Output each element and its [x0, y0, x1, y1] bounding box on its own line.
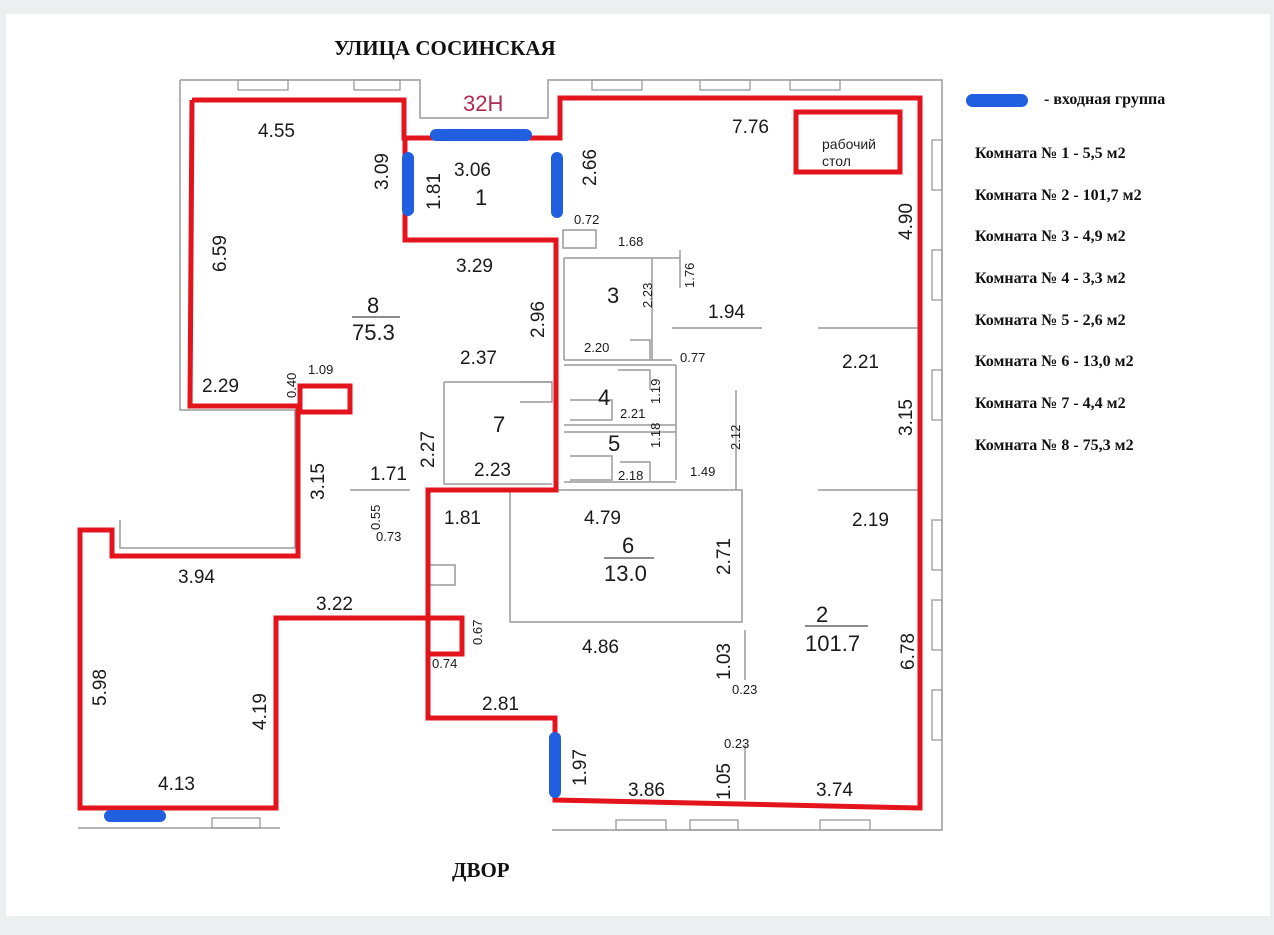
dimension-label: 0.23 [724, 736, 749, 751]
dimension-label: 4.13 [158, 774, 195, 795]
room-area-item: Комната № 6 - 13,0 м2 [975, 353, 1134, 371]
legend-entrance-text: - входная группа [1044, 91, 1166, 108]
dimension-label: 2.20 [584, 340, 609, 355]
street-name-top: УЛИЦА СОСИНСКАЯ [334, 36, 556, 60]
room-6-area: 13.0 [604, 561, 647, 586]
apartment-label: 32Н [463, 91, 503, 116]
dimension-label: 4.19 [250, 693, 271, 730]
room-8-number: 8 [367, 293, 379, 318]
dimension-label: 6.78 [898, 633, 919, 670]
dimension-label: 2.23 [640, 283, 655, 308]
dimension-label: 4.79 [584, 508, 621, 529]
dimension-label: 1.94 [708, 302, 745, 323]
dimension-label: 2.96 [528, 301, 549, 338]
entrance-swatch [966, 93, 1028, 107]
dimension-label: 2.21 [620, 406, 645, 421]
dimension-label: 5.98 [90, 669, 111, 706]
room-area-item: Комната № 8 - 75,3 м2 [975, 436, 1134, 454]
dimension-label: 1.18 [648, 423, 663, 448]
dimension-label: 3.74 [816, 780, 853, 801]
dimension-label: 4.55 [258, 121, 295, 142]
dimension-label: 0.55 [368, 505, 383, 530]
room-area-item: Комната № 2 - 101,7 м2 [975, 186, 1142, 204]
courtyard-label: ДВОР [452, 858, 510, 882]
dimension-label: 1.03 [714, 643, 735, 680]
dimension-label: 3.29 [456, 256, 493, 277]
dimension-label: 1.09 [308, 362, 333, 377]
dimension-label: 1.05 [714, 763, 735, 800]
dimension-label: 2.18 [618, 468, 643, 483]
dimension-label: 2.23 [474, 460, 511, 481]
dimension-label: 2.19 [852, 510, 889, 531]
dimension-label: 1.76 [682, 263, 697, 288]
legend-entrance: - входная группа [966, 91, 1165, 109]
room-2-area: 101.7 [805, 631, 860, 656]
windows [211, 79, 943, 831]
room-6-number: 6 [622, 533, 634, 558]
dimension-label: 0.72 [574, 212, 599, 227]
room-area-item: Комната № 7 - 4,4 м2 [975, 395, 1126, 413]
dimension-label: 0.74 [432, 656, 457, 671]
dimension-label: 1.49 [690, 464, 715, 479]
dimension-label: 0.77 [680, 350, 705, 365]
dimension-label: 2.29 [202, 376, 239, 397]
dimension-label: 3.09 [372, 153, 393, 190]
dimension-label: 0.67 [470, 620, 485, 645]
room-area-list: Комната № 1 - 5,5 м2 Комната № 2 - 101,7… [975, 144, 1142, 478]
room-area-item: Комната № 1 - 5,5 м2 [975, 145, 1126, 162]
desk-label: рабочий стол [822, 136, 876, 170]
dimension-label: 2.12 [728, 425, 743, 450]
room-2-number: 2 [816, 602, 828, 627]
room-5-number: 5 [608, 431, 620, 456]
dimension-label: 6.59 [210, 235, 231, 272]
dimension-label: 3.15 [308, 463, 329, 500]
dimension-label: 7.76 [732, 117, 769, 138]
dimension-label: 0.40 [284, 373, 299, 398]
dimension-label: 4.90 [896, 203, 917, 240]
dimension-label: 1.81 [444, 508, 481, 529]
dimension-label: 0.73 [376, 529, 401, 544]
desk-label-line: рабочий [822, 136, 877, 152]
room-4-number: 4 [598, 385, 610, 410]
dimension-label: 4.86 [582, 637, 619, 658]
dimension-label: 3.15 [896, 399, 917, 436]
dimension-label: 3.22 [316, 594, 353, 615]
floor-plan-sheet: 32Н 1 2 101.7 3 4 5 6 13.0 7 8 75.3 4.55… [6, 14, 1270, 916]
dimension-label: 1.81 [424, 173, 445, 210]
room-8-area: 75.3 [352, 320, 395, 345]
dimension-label: 2.66 [580, 149, 601, 186]
room-area-item: Комната № 4 - 3,3 м2 [975, 270, 1126, 288]
dimension-label: 2.71 [714, 538, 735, 575]
desk-label-line: стол [822, 153, 851, 169]
dimension-label: 1.68 [618, 234, 643, 249]
entrance-markers [104, 129, 563, 822]
room-3-number: 3 [607, 283, 619, 308]
dimension-label: 2.81 [482, 694, 519, 715]
room-area-item: Комната № 5 - 2,6 м2 [975, 311, 1126, 329]
dimension-label: 1.97 [570, 749, 591, 786]
dimension-label: 0.23 [732, 682, 757, 697]
room-7-number: 7 [493, 412, 505, 437]
dimension-label: 3.86 [628, 780, 665, 801]
dimension-label: 3.94 [178, 567, 215, 588]
dimension-label: 2.27 [418, 431, 439, 468]
room-1-number: 1 [475, 185, 487, 210]
dimension-label: 2.37 [460, 348, 497, 369]
floor-plan-drawing: 32Н 1 2 101.7 3 4 5 6 13.0 7 8 75.3 4.55… [77, 79, 943, 831]
dimension-label: 1.19 [648, 379, 663, 404]
dimension-label: 1.71 [370, 464, 407, 485]
dimension-label: 2.21 [842, 352, 879, 373]
desk-outline [793, 109, 903, 175]
room-area-item: Комната № 3 - 4,9 м2 [975, 228, 1126, 246]
dimension-label: 3.06 [454, 160, 491, 181]
